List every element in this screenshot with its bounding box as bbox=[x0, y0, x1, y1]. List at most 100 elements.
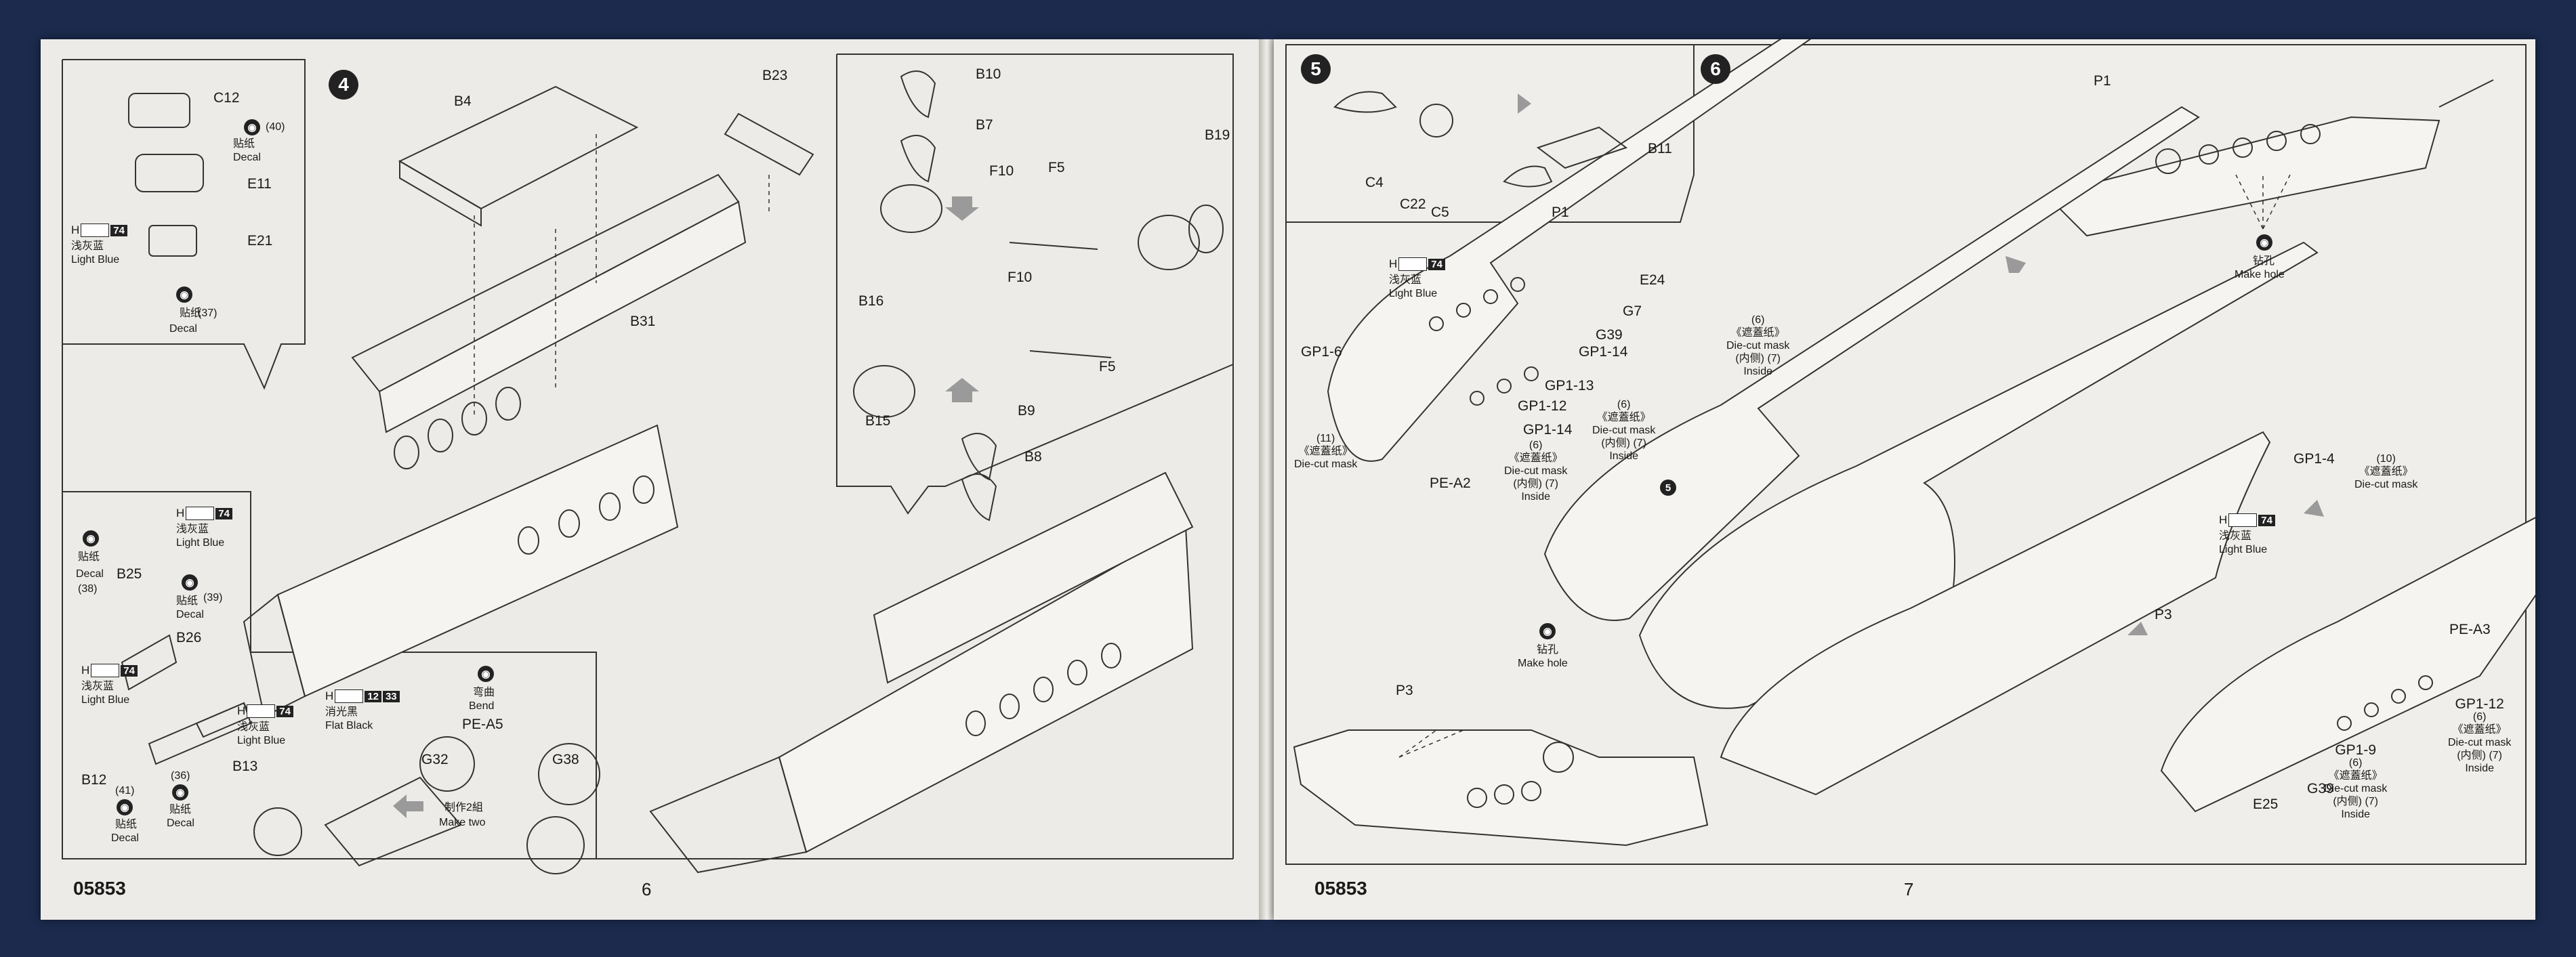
part-label-e24: E24 bbox=[1640, 272, 1665, 288]
paint-code-light-blue: H 74 bbox=[237, 704, 293, 718]
note-cn: 《遮蓋纸》 bbox=[2328, 770, 2383, 782]
decal-icon: ◉ bbox=[172, 784, 188, 801]
part-label-g39-b: G39 bbox=[2307, 781, 2334, 796]
note-en: Die-cut mask bbox=[1726, 340, 1790, 352]
part-label-gp1-12: GP1-12 bbox=[1518, 398, 1567, 414]
paint-en: Light Blue bbox=[176, 537, 225, 549]
decal-cn-label: 贴纸 bbox=[176, 595, 199, 607]
decal-number-39: (39) bbox=[203, 592, 223, 603]
decal-en-label: Decal bbox=[176, 609, 204, 620]
note-en: Die-cut mask bbox=[2324, 783, 2388, 794]
step-5-badge: 5 bbox=[1301, 54, 1331, 84]
note-en2: Inside bbox=[1609, 450, 1639, 462]
bend-cn: 弯曲 bbox=[473, 687, 495, 698]
note-number: (11) bbox=[1316, 433, 1335, 444]
note-cn: 《遮蓋纸》 bbox=[2452, 724, 2507, 736]
paint-code-light-blue: H 74 bbox=[81, 664, 138, 677]
paint-letter: H bbox=[2219, 513, 2228, 526]
make-two-cn: 制作2組 bbox=[444, 802, 483, 813]
part-label-g38: G38 bbox=[552, 752, 579, 767]
part-label-p1-top: P1 bbox=[2094, 73, 2111, 89]
paint-number: 74 bbox=[1428, 258, 1445, 270]
paint-cn: 浅灰蓝 bbox=[1389, 274, 1422, 286]
part-label-b9: B9 bbox=[1018, 403, 1035, 419]
decal-cn-label: 贴纸 bbox=[233, 138, 255, 150]
decal-number-38: (38) bbox=[78, 583, 98, 595]
note-cn2: (内侧) bbox=[2457, 750, 2486, 761]
die-cut-mask-note-11: (11) 《遮蓋纸》 Die-cut mask bbox=[1294, 432, 1357, 471]
decal-number-40: (40) bbox=[266, 121, 285, 133]
note-en: Die-cut mask bbox=[1592, 425, 1656, 436]
note-cn: 《遮蓋纸》 bbox=[2359, 466, 2413, 477]
note-en: Die-cut mask bbox=[1504, 465, 1568, 477]
step-ref-5-icon: 5 bbox=[1660, 480, 1676, 496]
decal-cn-label: 贴纸 bbox=[115, 819, 138, 830]
paint-en: Light Blue bbox=[81, 694, 130, 706]
paint-code-light-blue: H 74 bbox=[2219, 513, 2275, 527]
make-two-en: Make two bbox=[439, 817, 486, 828]
note-number2: (7) bbox=[2365, 796, 2379, 807]
part-label-p3: P3 bbox=[1396, 683, 1413, 698]
decal-icon: ◉ bbox=[176, 286, 192, 303]
paint-code-light-blue: H 74 bbox=[176, 507, 232, 520]
part-label-pe-a3: PE-A3 bbox=[2449, 622, 2491, 637]
paint-cn: 浅灰蓝 bbox=[237, 721, 270, 733]
part-label-p1: P1 bbox=[1552, 205, 1569, 220]
die-cut-mask-note-6c: (6) 《遮蓋纸》 Die-cut mask (内侧) (7) Inside bbox=[1504, 439, 1567, 503]
part-label-b10: B10 bbox=[976, 66, 1001, 82]
paint-swatch bbox=[335, 689, 364, 703]
part-label-b11: B11 bbox=[1648, 141, 1672, 156]
note-en2: Inside bbox=[2465, 763, 2495, 774]
note-number2: (7) bbox=[1633, 438, 1647, 449]
part-label-g39: G39 bbox=[1596, 327, 1623, 343]
drill-hole-icon: ◉ bbox=[1539, 623, 1556, 639]
note-number: (6) bbox=[1529, 440, 1543, 451]
part-label-e21: E21 bbox=[247, 233, 273, 249]
note-number2: (7) bbox=[2489, 750, 2503, 761]
part-label-c12: C12 bbox=[213, 90, 240, 106]
paint-code-flat-black: H 12 33 bbox=[325, 689, 400, 703]
decal-cn-label: 贴纸 bbox=[180, 307, 202, 319]
hole-cn: 钻孔 bbox=[1537, 644, 1559, 656]
part-label-f10: F10 bbox=[1007, 270, 1033, 285]
note-en: Die-cut mask bbox=[2448, 737, 2512, 748]
paint-number: 74 bbox=[110, 224, 127, 236]
paint-letter: H bbox=[325, 689, 334, 702]
note-number2: (7) bbox=[1767, 353, 1781, 364]
note-number: (10) bbox=[2376, 453, 2396, 465]
part-label-b12: B12 bbox=[81, 772, 107, 788]
paint-letter: H bbox=[81, 664, 90, 677]
paint-swatch bbox=[81, 224, 110, 237]
product-code: 05853 bbox=[1314, 878, 1367, 899]
part-label-pe-a2: PE-A2 bbox=[1430, 475, 1471, 491]
part-label-e11: E11 bbox=[247, 176, 272, 192]
part-label-b16: B16 bbox=[858, 293, 884, 309]
note-number: (6) bbox=[1751, 314, 1765, 326]
part-label-gp1-14-b: GP1-14 bbox=[1523, 422, 1573, 438]
instruction-page-left: 4 C12 ◉ (40) 贴纸 Decal E11 E21 H 74 浅灰蓝 L… bbox=[41, 39, 1260, 920]
page-number: 6 bbox=[642, 879, 652, 899]
part-label-f5: F5 bbox=[1099, 359, 1116, 375]
part-label-c22: C22 bbox=[1400, 196, 1426, 212]
paint-number: 74 bbox=[276, 705, 293, 717]
paint-swatch bbox=[2228, 513, 2258, 527]
decal-cn-label: 贴纸 bbox=[78, 551, 100, 563]
part-label-b23: B23 bbox=[762, 68, 788, 83]
paint-number: 74 bbox=[2258, 514, 2275, 526]
part-label-b15: B15 bbox=[865, 413, 891, 429]
part-label-gp1-9: GP1-9 bbox=[2335, 742, 2377, 758]
die-cut-mask-note-gp1-9: GP1-9 (6) 《遮蓋纸》 Die-cut mask (内侧) (7) In… bbox=[2324, 742, 2388, 821]
paint-letter: H bbox=[1389, 257, 1398, 270]
paint-code-light-blue: H 74 bbox=[1389, 257, 1445, 271]
step-ref-5: 5 bbox=[1665, 482, 1671, 494]
paint-en: Light Blue bbox=[1389, 288, 1438, 299]
note-en: Die-cut mask bbox=[2354, 479, 2418, 490]
product-code: 05853 bbox=[73, 878, 126, 899]
paint-cn: 浅灰蓝 bbox=[81, 681, 115, 692]
page-number: 7 bbox=[1904, 879, 1914, 899]
part-label-gp1-13: GP1-13 bbox=[1545, 378, 1594, 394]
paint-en: Light Blue bbox=[71, 254, 120, 265]
paint-number: 74 bbox=[121, 664, 138, 677]
part-label-b13: B13 bbox=[232, 759, 258, 774]
note-cn2: (内侧) bbox=[2333, 796, 2362, 807]
